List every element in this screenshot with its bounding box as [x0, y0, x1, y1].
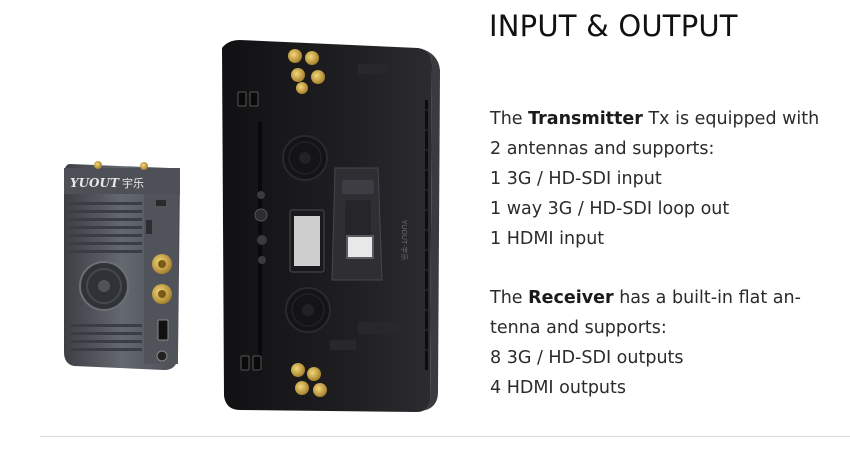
receiver-sdi-bottom-icon	[291, 363, 327, 397]
receiver-spec: 4 HDMI outputs	[490, 378, 626, 398]
transmitter-spec: 1 HDMI input	[490, 229, 605, 249]
receiver-spec: 8 3G / HD-SDI outputs	[490, 348, 684, 368]
transmitter-brand-cn: 宇乐	[122, 177, 144, 190]
receiver-sdi-top-icon	[288, 49, 325, 94]
transmitter-intro: The Transmitter Tx is equipped with	[490, 109, 820, 129]
section-divider	[40, 436, 850, 437]
receiver-label: Receiver	[528, 288, 614, 308]
receiver-line2: tenna and supports:	[490, 318, 667, 338]
receiver-intro: The Receiver has a built-in flat an-	[490, 288, 801, 308]
product-photo: YUOUT·宇乐 YUOUT 宇乐	[64, 40, 440, 412]
section-title: INPUT & OUTPUT	[489, 9, 738, 43]
transmitter-device: YUOUT 宇乐	[64, 161, 180, 370]
transmitter-spec: 1 3G / HD-SDI input	[490, 169, 662, 189]
transmitter-brand: YUOUT	[70, 176, 120, 190]
transmitter-spec: 1 way 3G / HD-SDI loop out	[490, 199, 730, 219]
receiver-side-brand: YUOUT·宇乐	[400, 219, 409, 261]
receiver-device: YUOUT·宇乐	[222, 40, 440, 412]
spec-description: The Transmitter Tx is equipped with 2 an…	[490, 104, 830, 403]
transmitter-label: Transmitter	[528, 109, 643, 129]
transmitter-line2: 2 antennas and supports:	[490, 139, 715, 159]
